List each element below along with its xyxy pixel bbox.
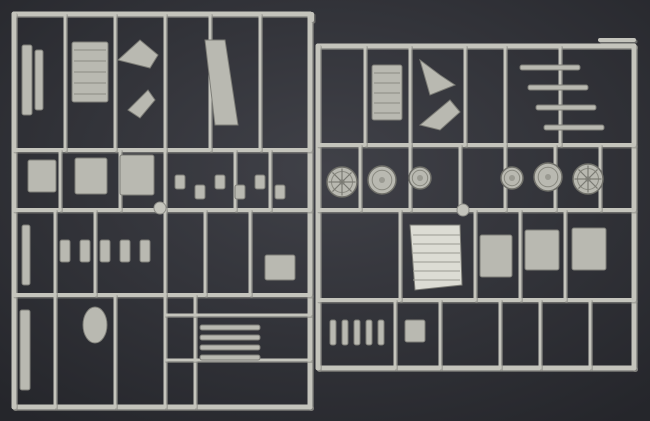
right-sprue <box>315 38 638 372</box>
wheel-spoke <box>578 178 589 189</box>
small-part <box>174 174 186 190</box>
small-part <box>365 319 373 346</box>
wheel-spoke <box>587 178 598 189</box>
wheel-spoke <box>578 169 589 180</box>
small-part <box>254 174 266 190</box>
small-part <box>341 319 349 346</box>
small-part <box>329 319 337 346</box>
small-part <box>353 319 361 346</box>
fender-part <box>204 39 239 126</box>
wheel-rim <box>503 169 521 187</box>
bracket-part <box>404 319 426 343</box>
wheel-hub <box>379 177 385 183</box>
wheel-rim <box>537 166 559 188</box>
rail-part <box>21 224 31 286</box>
small-part <box>194 184 206 200</box>
small-part <box>79 239 91 263</box>
wheel-hub <box>545 174 551 180</box>
small-part <box>119 239 131 263</box>
bracket-part <box>116 39 159 69</box>
wheel-hub <box>417 175 423 181</box>
panel-part <box>27 159 57 193</box>
seat-part <box>524 229 560 271</box>
wheel-spoke <box>332 172 343 183</box>
axle-part <box>543 124 605 131</box>
plate-part <box>264 254 296 281</box>
small-part <box>59 239 71 263</box>
rail-part <box>19 309 31 391</box>
axle-part <box>519 64 581 71</box>
axle-part <box>535 104 597 111</box>
axle-part <box>199 354 261 361</box>
bracket-part <box>127 89 156 119</box>
small-part <box>214 174 226 190</box>
seat-part <box>571 227 607 271</box>
axle-part <box>199 324 261 331</box>
engine-hood-part <box>409 224 463 291</box>
small-part <box>377 319 385 346</box>
wheel-spoke <box>341 181 352 192</box>
seat-part <box>479 234 513 278</box>
panel-part <box>74 157 108 195</box>
rail-part <box>34 49 44 111</box>
sprue-gate <box>153 201 167 215</box>
left-sprue <box>11 11 316 411</box>
shield-part <box>82 306 108 344</box>
small-part <box>139 239 151 263</box>
bracket-part <box>419 58 457 96</box>
small-part <box>274 184 286 200</box>
axle-part <box>199 344 261 351</box>
wheel-spoke <box>332 181 343 192</box>
rail-part <box>21 44 33 116</box>
wheel-spoke <box>587 169 598 180</box>
axle-part <box>527 84 589 91</box>
wheel-rim <box>371 169 393 191</box>
wheel-spoke <box>341 172 352 183</box>
axle-part <box>199 334 261 341</box>
small-part <box>234 184 246 200</box>
wheel-hub <box>509 175 515 181</box>
seat-part <box>119 154 155 196</box>
sprue-gate <box>456 203 470 217</box>
bracket-part <box>418 99 461 131</box>
wheel-rim <box>411 169 429 187</box>
small-part <box>99 239 111 263</box>
